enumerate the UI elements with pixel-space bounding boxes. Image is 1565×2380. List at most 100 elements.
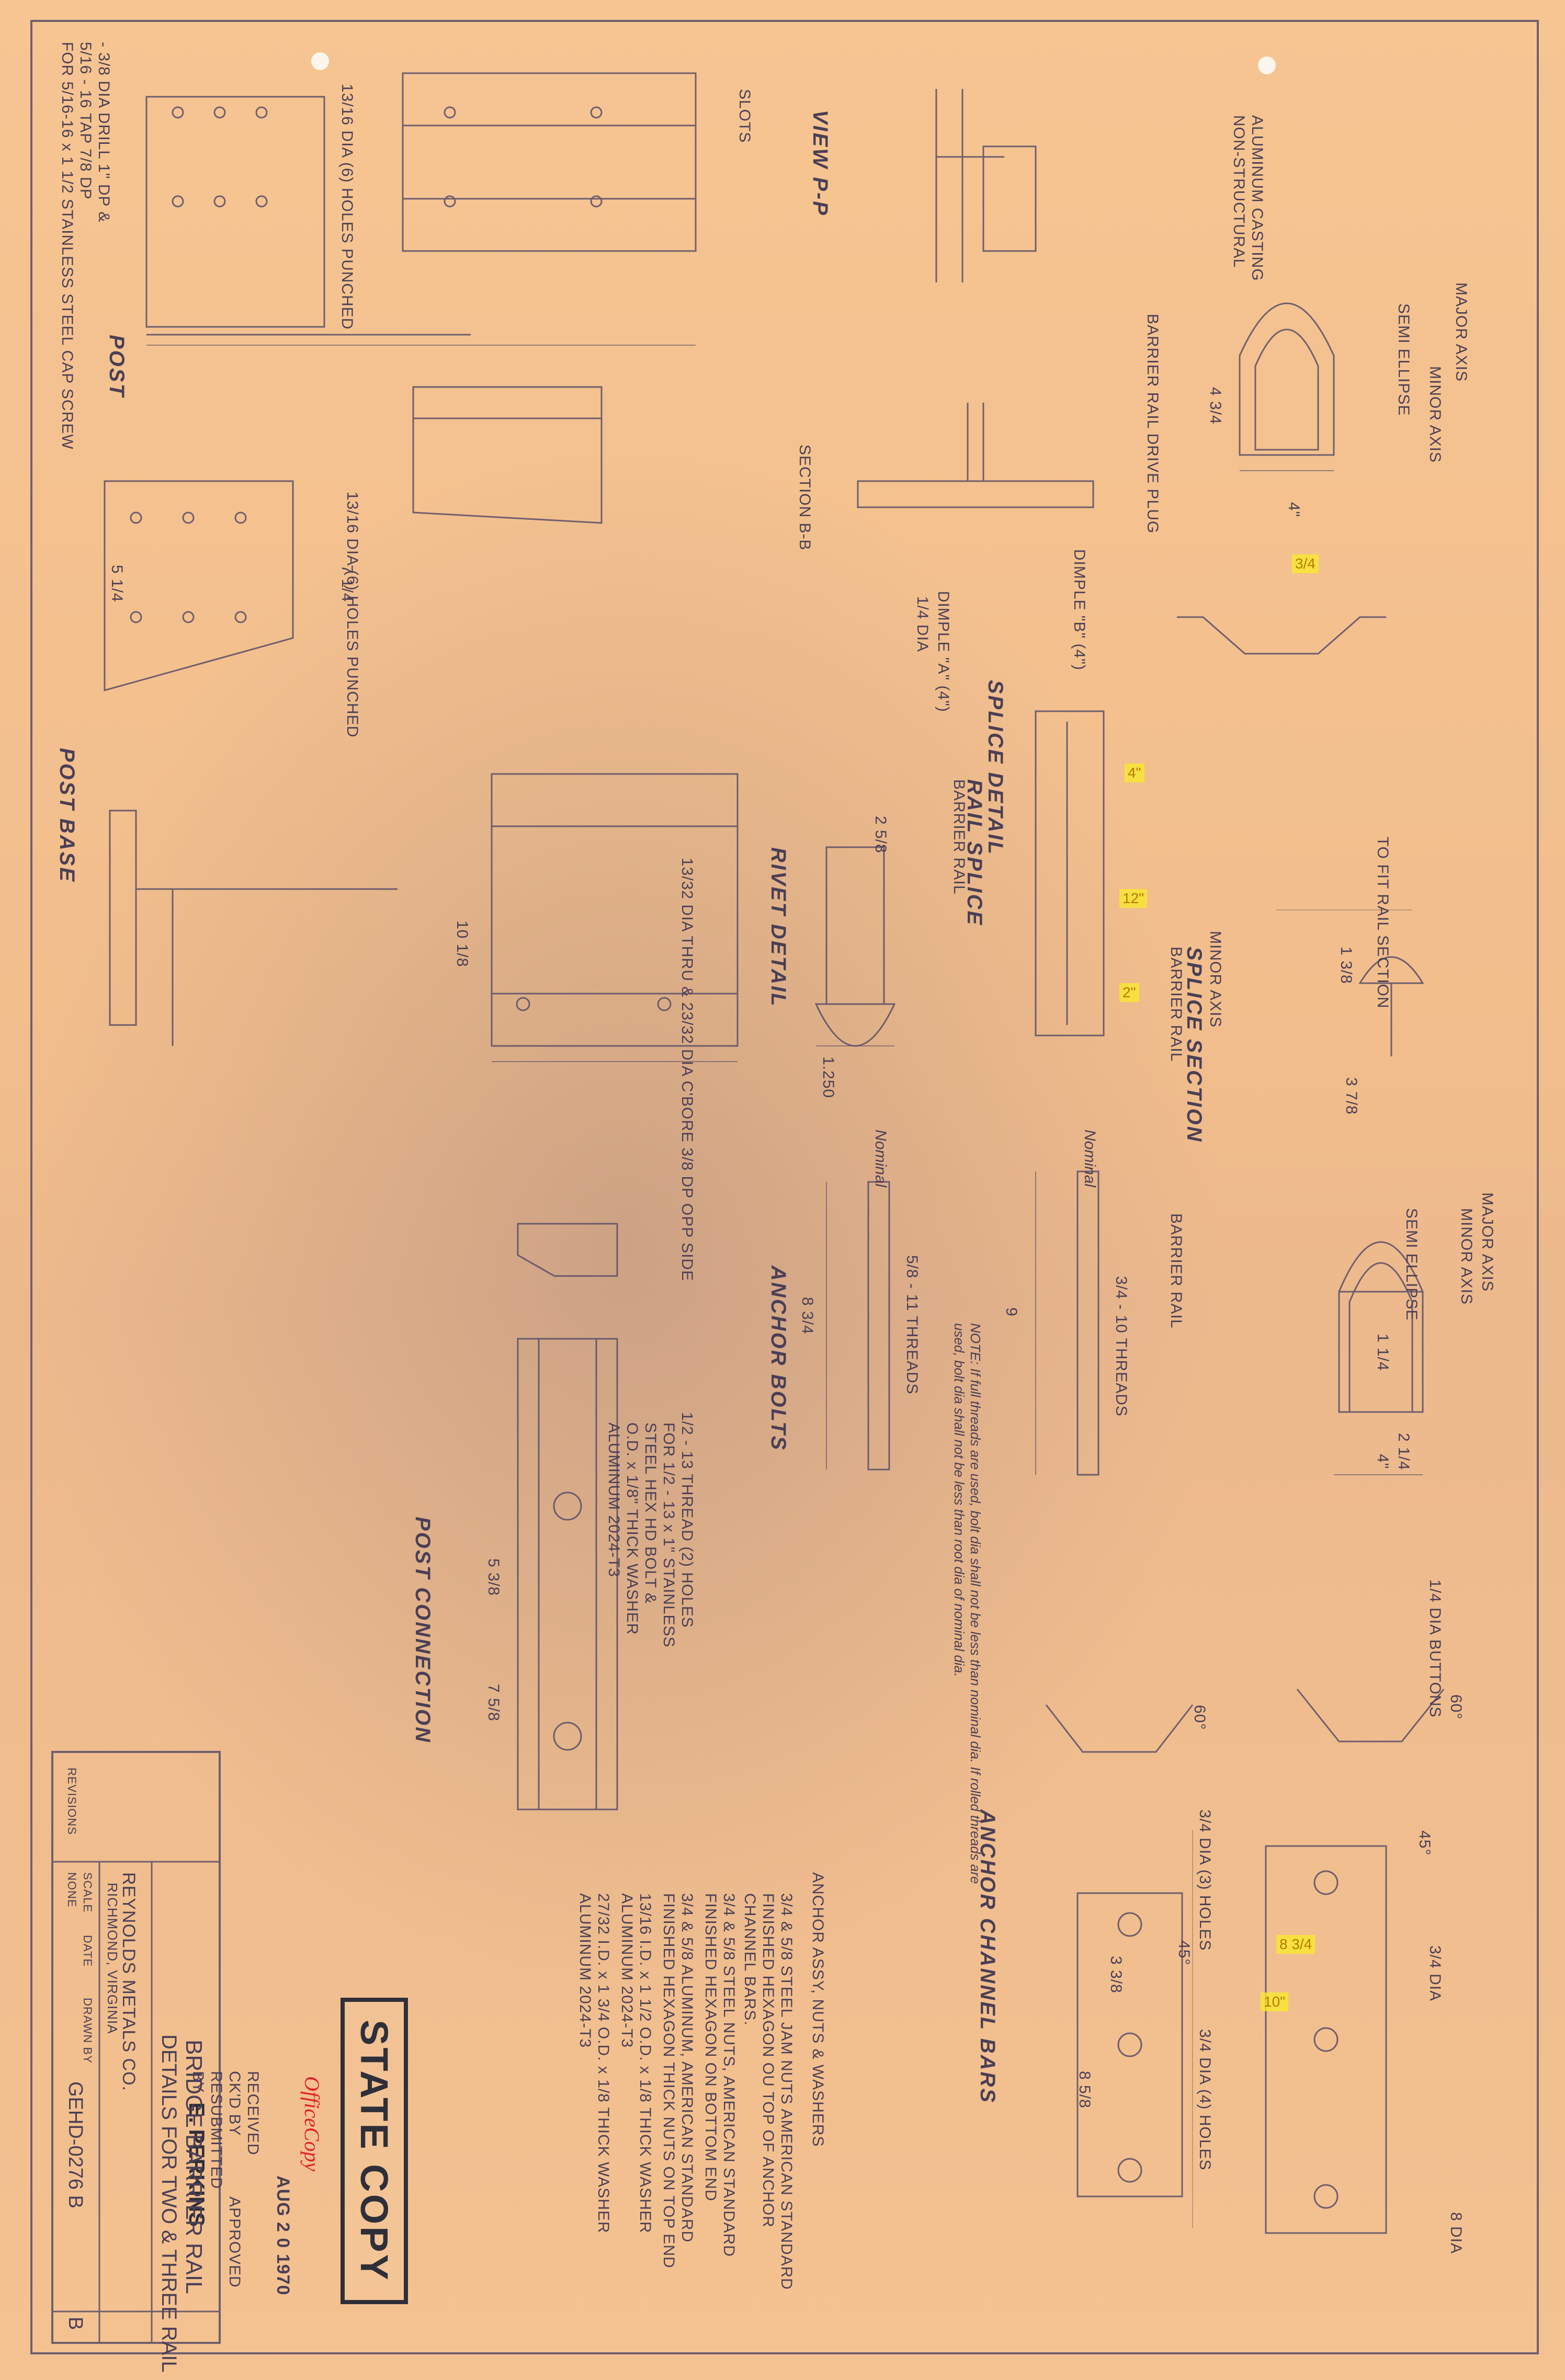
callout-tap: 5/16 - 16 TAP 7/8 DP bbox=[77, 42, 94, 200]
nuts-line-3: CHANNEL BARS. bbox=[741, 1893, 758, 2026]
post-front-view bbox=[491, 773, 739, 1047]
state-copy-stamp: STATE COPY bbox=[341, 1998, 408, 2304]
post-base-plate bbox=[104, 480, 294, 691]
callout-semi-ellipse-2: SEMI ELLIPSE bbox=[1403, 1208, 1420, 1321]
nuts-line-2: FINISHED HEXAGON OU TOP OF ANCHOR bbox=[759, 1893, 777, 2228]
dim-16: 3 7/8 bbox=[1343, 1077, 1360, 1115]
view-pp-flange bbox=[982, 145, 1037, 252]
channel-bar-section-1 bbox=[1045, 1704, 1194, 1753]
drive-plug-ellipse bbox=[1239, 302, 1335, 456]
nuts-line-11: ALUMINUM 2024-T3 bbox=[576, 1893, 594, 2048]
post-connection-top bbox=[517, 1223, 618, 1277]
dim-15: 2 1/4 bbox=[1395, 1433, 1412, 1471]
title-line-1: BRIDGE BARRIER RAIL bbox=[181, 2040, 207, 2294]
revisions-label: REVISIONS bbox=[65, 1768, 78, 1835]
barrier-rail-section bbox=[1338, 1241, 1424, 1413]
date-label: DATE bbox=[81, 1935, 94, 1967]
scale-value: NONE bbox=[65, 1872, 78, 1908]
view-title-post-base: POST BASE bbox=[55, 748, 78, 883]
nuts-line-6: 3/4 & 5/8 ALUMINUM, AMERICAN STANDARD bbox=[678, 1893, 696, 2243]
received-date-stamp: AUG 2 0 1970 bbox=[273, 2176, 293, 2296]
highlight-5: 10" bbox=[1261, 1992, 1289, 2011]
dim-4: 5 1/4 bbox=[108, 565, 126, 602]
dim-11: 3 3/8 bbox=[1107, 1956, 1125, 1994]
anchor-bolt-58 bbox=[867, 1181, 890, 1471]
office-copy-mark: OfficeCopy bbox=[300, 2076, 324, 2172]
post-web bbox=[412, 386, 603, 524]
splice-detail-bar bbox=[1035, 710, 1105, 1037]
callout-for-stainless: FOR 1/2 - 13 x 1" STAINLESS bbox=[660, 1422, 677, 1648]
callout-cbore: 13/32 DIA THRU & 23/32 DIA C'BORE 3/8 DP… bbox=[678, 858, 696, 1282]
dim-8: 8 3/4 bbox=[799, 1297, 816, 1335]
title-company: REYNOLDS METALS CO. bbox=[119, 1872, 139, 2091]
rivet-head bbox=[814, 1003, 896, 1047]
callout-dia-34: 3/4 DIA bbox=[1426, 1945, 1444, 2002]
dim-10: 7 5/8 bbox=[485, 1684, 502, 1722]
callout-angle-60b: 60° bbox=[1447, 1694, 1465, 1720]
callout-threads-11: 5/8 - 11 THREADS bbox=[903, 1255, 921, 1395]
drawing-number: GEHD-0276 B bbox=[64, 2081, 86, 2208]
nuts-line-9: ALUMINUM 2024-T3 bbox=[618, 1893, 636, 2048]
callout-aluminum-casting: ALUMINUM CASTING bbox=[1249, 115, 1266, 281]
highlight-3: 2" bbox=[1119, 983, 1139, 1002]
callout-threads-10: 3/4 - 10 THREADS bbox=[1113, 1276, 1130, 1417]
callout-holes-3: 3/4 DIA (3) HOLES bbox=[1196, 1809, 1214, 1951]
callout-holes-punched-top: 13/16 DIA (6) HOLES PUNCHED bbox=[338, 84, 356, 330]
dim-14: 1 3/8 bbox=[1337, 947, 1355, 984]
dim-3: 7 1/4 bbox=[338, 565, 356, 602]
callout-slots: SLOTS bbox=[736, 89, 753, 143]
received-label: RECEIVED bbox=[244, 2071, 262, 2156]
view-title-barrier-rail: BARRIER RAIL bbox=[1167, 1213, 1185, 1329]
nuts-line-4: 3/4 & 5/8 STEEL NUTS, AMERICAN STANDARD bbox=[720, 1893, 738, 2257]
nuts-line-5: FINISHED HEXAGON ON BOTTOM END bbox=[702, 1893, 719, 2202]
callout-holes-punched-base: 13/16 DIA (6) HOLES PUNCHED bbox=[344, 492, 361, 738]
callout-semi-ellipse-1: SEMI ELLIPSE bbox=[1395, 303, 1412, 416]
highlight-4: 3/4 bbox=[1292, 554, 1319, 573]
callout-drill: - 3/8 DIA DRILL 1" DP & bbox=[95, 42, 112, 223]
post-base-edge bbox=[109, 810, 137, 1026]
channel-bar-section-2 bbox=[1296, 1689, 1445, 1743]
nuts-line-7: FINISHED HEXAGON THICK NUTS ON TOP END bbox=[660, 1893, 677, 2269]
callout-angle-45b: 45° bbox=[1175, 1940, 1193, 1966]
post-plate bbox=[145, 96, 325, 328]
highlight-1: 4" bbox=[1125, 764, 1144, 782]
anchor-channel-bar-2 bbox=[1265, 1845, 1387, 2234]
highlight-2: 12" bbox=[1119, 889, 1148, 908]
dim-6: 1.250 bbox=[820, 1056, 837, 1099]
callout-aluminum-alloy: ALUMINUM 2024-T3 bbox=[605, 1422, 622, 1578]
callout-angle-45a: 45° bbox=[1416, 1830, 1433, 1856]
view-title-view-pp: VIEW P-P bbox=[809, 110, 832, 217]
anchor-bolt-34 bbox=[1076, 1170, 1099, 1476]
dim-17: 8 5/8 bbox=[1076, 2071, 1093, 2109]
view-title-rivet-detail: RIVET DETAIL bbox=[767, 847, 790, 1008]
view-title-drive-plug: BARRIER RAIL DRIVE PLUG bbox=[1144, 314, 1161, 534]
callout-buttons: 1/4 DIA BUTTONS bbox=[1426, 1579, 1444, 1718]
callout-minor-axis-1: MINOR AXIS bbox=[1426, 366, 1444, 463]
approved-label: APPROVED bbox=[226, 2196, 243, 2288]
callout-minor-axis-3: MINOR AXIS bbox=[1207, 931, 1224, 1028]
sheet-letter: B bbox=[64, 2317, 86, 2330]
rivet-shank bbox=[825, 846, 885, 1005]
drive-plug-section bbox=[1177, 616, 1386, 655]
callout-nominal-1: Nominal bbox=[872, 1130, 889, 1188]
scale-label: SCALE bbox=[81, 1872, 94, 1913]
nuts-line-1: 3/4 & 5/8 STEEL JAM NUTS AMERICAN STANDA… bbox=[778, 1893, 795, 2290]
title-location: RICHMOND, VIRGINIA bbox=[105, 1883, 120, 2034]
dim-5: 2 5/8 bbox=[872, 816, 889, 853]
view-title-splice-section: SPLICE SECTION bbox=[1183, 947, 1206, 1143]
splice-section-bulb bbox=[1358, 956, 1424, 984]
callout-to-fit: TO FIT RAIL SECTION bbox=[1374, 837, 1391, 1009]
dim-7: 9 bbox=[1003, 1307, 1020, 1317]
callout-cap-screw: FOR 5/16-16 x 1 1/2 STAINLESS STEEL CAP … bbox=[59, 42, 76, 450]
post-connection-plate bbox=[517, 1338, 618, 1810]
view-title-post-connection: POST CONNECTION bbox=[411, 1517, 434, 1744]
punch-hole-left bbox=[311, 52, 329, 70]
ckd-by-label: CK'D BY bbox=[226, 2071, 243, 2136]
callout-major-axis-2: MAJOR AXIS bbox=[1479, 1192, 1496, 1292]
callout-dimple-b: DIMPLE "B" (4") bbox=[1071, 549, 1088, 670]
callout-major-axis-1: MAJOR AXIS bbox=[1453, 282, 1470, 382]
callout-minor-axis-2: MINOR AXIS bbox=[1458, 1208, 1475, 1305]
punch-hole-right bbox=[1258, 56, 1276, 74]
view-title-splice-section-sub: BARRIER RAIL bbox=[1167, 947, 1185, 1062]
callout-thread-holes: 1/2 - 13 THREAD (2) HOLES bbox=[678, 1412, 696, 1628]
